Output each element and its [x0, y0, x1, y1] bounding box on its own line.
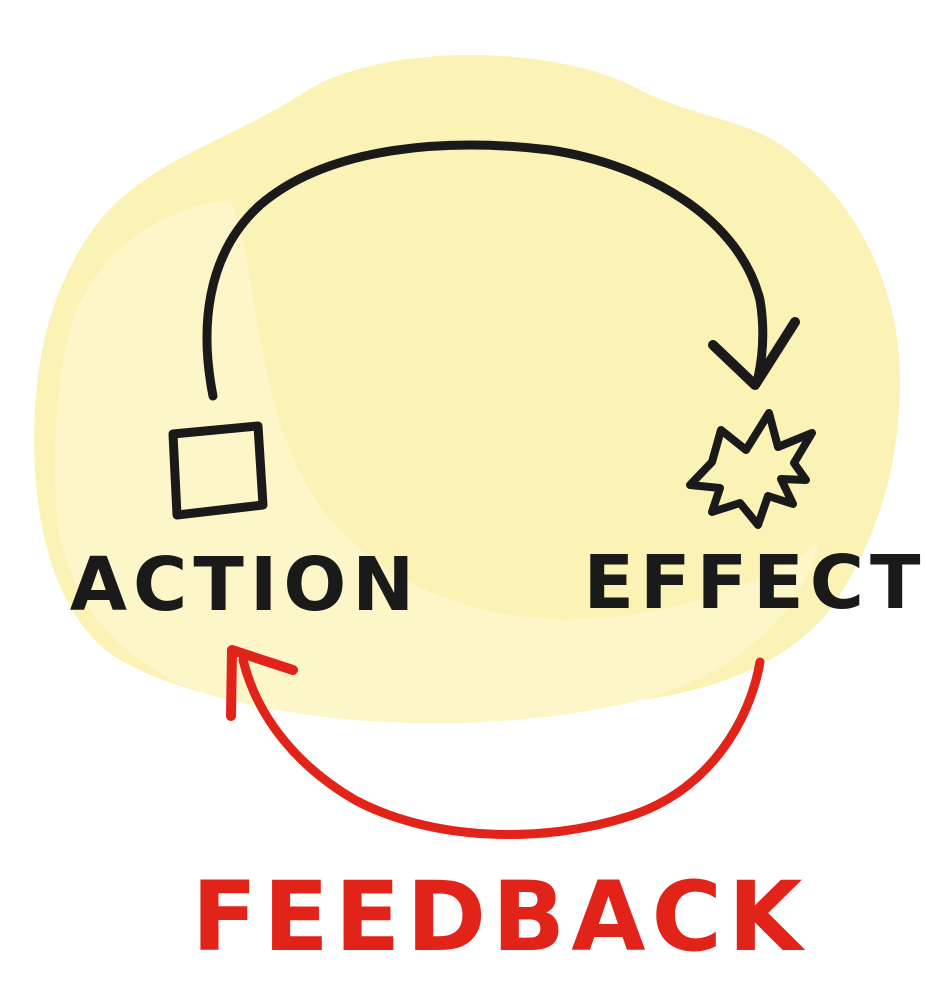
blob-overlay — [54, 200, 820, 724]
feedback-arc — [238, 655, 765, 839]
starburst-icon — [686, 409, 816, 529]
action-to-effect-arc — [202, 140, 768, 401]
arrowhead-up-left-icon — [226, 645, 298, 721]
feedback-label: FEEDBACK — [192, 861, 809, 973]
action-to-effect-arrow — [202, 140, 800, 401]
feedback-arrow — [226, 645, 765, 839]
effect-label: EFFECT — [584, 540, 926, 626]
arrowhead-down-icon — [708, 317, 800, 390]
background-blob — [34, 55, 900, 724]
square-icon — [168, 421, 268, 520]
action-label: ACTION — [70, 542, 420, 628]
